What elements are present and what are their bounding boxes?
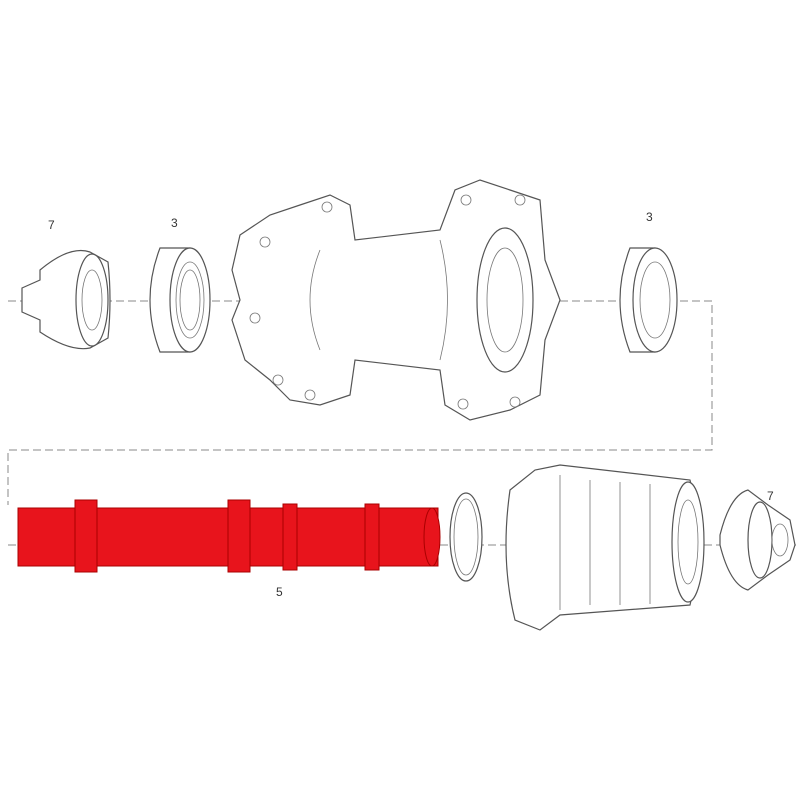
part-number-bearing-left: 3 [171,216,178,230]
end-cap-left [21,249,111,350]
bearing-left [149,247,211,353]
bearing-right [619,247,678,353]
freehub-body [505,464,705,631]
part-number-end-cap-left: 7 [48,218,55,232]
o-ring [449,492,483,582]
axle [17,499,441,573]
end-cap-right [719,489,796,591]
part-number-end-cap-right: 7 [767,489,774,503]
part-number-axle: 5 [276,585,283,599]
part-number-bearing-right: 3 [646,210,653,224]
hub-shell [231,179,561,421]
